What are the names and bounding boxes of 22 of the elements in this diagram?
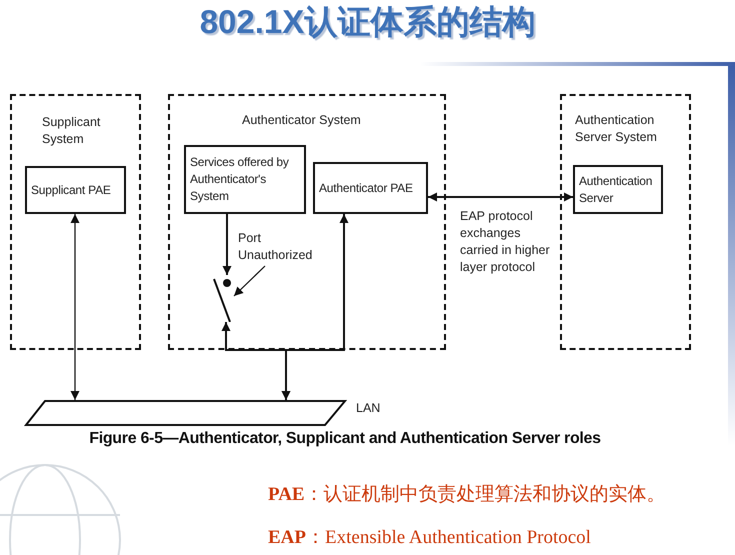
- arrow: [222, 214, 232, 275]
- process-box: Services offered by Authenticator's System: [184, 145, 306, 214]
- arrow: [70, 214, 80, 400]
- system-boundary: [168, 94, 446, 350]
- process-box: Supplicant PAE: [25, 166, 126, 214]
- annotation-text: Port Unauthorized: [238, 230, 328, 266]
- arrow: [282, 214, 348, 400]
- note-text: PAE：认证机制中负责处理算法和协议的实体。: [268, 483, 666, 507]
- system-title: Authenticator System: [242, 112, 362, 129]
- arrow: [428, 192, 573, 202]
- process-box: Authenticator PAE: [313, 162, 428, 214]
- note-text: EAP：Extensible Authentication Protocol: [268, 526, 591, 550]
- figure-caption: Figure 6-5—Authenticator, Supplicant and Authentication Server roles: [88, 430, 602, 448]
- lan-bus: [25, 400, 346, 426]
- process-box: Authentication Server: [573, 165, 663, 214]
- system-boundary: [560, 94, 691, 350]
- system-boundary: [10, 94, 141, 350]
- leader-arrow: [234, 266, 266, 296]
- system-title: Authentication Server System: [575, 112, 658, 146]
- slide-title: 802.1X认证体系的结构: [198, 2, 536, 42]
- lan-label: LAN: [356, 400, 380, 417]
- system-title: Supplicant System: [42, 114, 102, 148]
